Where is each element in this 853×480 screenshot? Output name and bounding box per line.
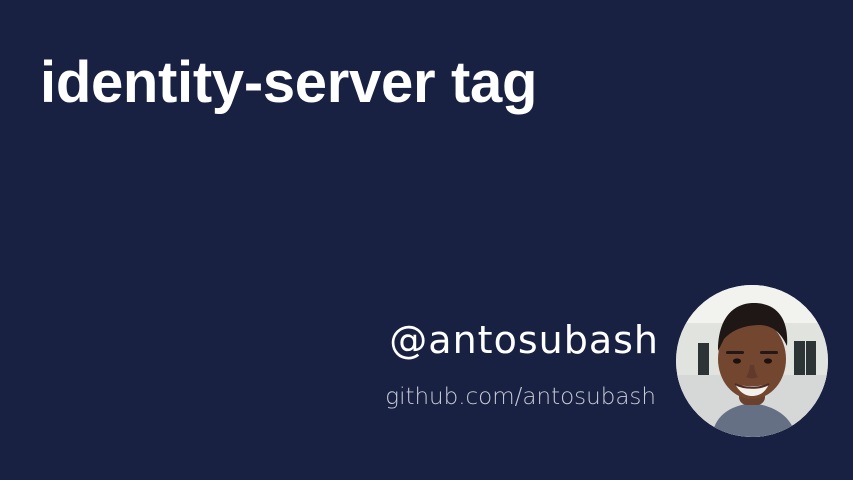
slide-title: identity-server tag bbox=[40, 50, 538, 115]
avatar-icon bbox=[676, 285, 828, 437]
github-profile-link[interactable]: github.com/antosubash bbox=[385, 384, 656, 410]
author-handle: @antosubash bbox=[389, 318, 659, 362]
profile-photo-avatar bbox=[676, 285, 828, 437]
